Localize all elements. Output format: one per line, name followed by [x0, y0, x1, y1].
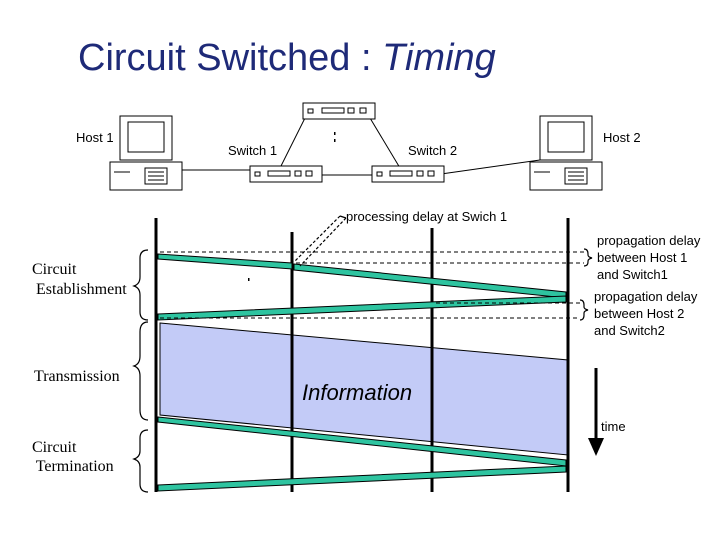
- prop-delay-2-bracket: [160, 299, 589, 321]
- host-2-computer-icon: [529, 115, 603, 191]
- title-italic: Timing: [382, 37, 496, 79]
- switch-2-label: Switch 2: [408, 143, 457, 158]
- processing-delay-label: processing delay at Swich 1: [346, 209, 507, 224]
- prop-delay-1-label: propagation delay between Host 1 and Swi…: [597, 233, 704, 282]
- phase-establishment-label: Circuit Establishment: [32, 261, 127, 298]
- information-label: Information: [302, 380, 412, 405]
- switch-2-icon: [371, 165, 445, 183]
- top-switch-icon: [302, 102, 376, 120]
- teardown-ack-signal: [157, 465, 567, 492]
- prop-delay-1-bracket: [160, 248, 593, 267]
- time-arrow-icon: [588, 368, 604, 456]
- tick-marker-top-b: [334, 139, 336, 142]
- prop-delay-2-label: propagation delay between Host 2 and Swi…: [594, 289, 701, 338]
- establishment-brace: [132, 249, 149, 321]
- link-top-switch1: [279, 117, 306, 169]
- tick-marker: [248, 278, 250, 281]
- switch-1-icon: [249, 165, 323, 183]
- host-1-label: Host 1: [76, 130, 114, 145]
- processing-delay-pointer: [293, 215, 347, 267]
- phase-transmission-label: Transmission: [34, 368, 120, 385]
- link-top-switch2: [369, 117, 401, 169]
- title-main: Circuit Switched :: [78, 37, 382, 79]
- tick-marker-top-a: [334, 132, 336, 135]
- ack-signal: [157, 295, 567, 321]
- setup-signal-switch1-host2: [293, 263, 567, 299]
- time-label: time: [601, 419, 626, 434]
- termination-brace: [132, 429, 149, 493]
- link-switch2-host2: [433, 159, 541, 176]
- host-1-computer-icon: [109, 115, 183, 191]
- setup-signal-host1-switch1: [157, 253, 293, 270]
- phase-termination-label: Circuit Termination: [32, 439, 114, 475]
- page-title: Circuit Switched : Timing: [78, 37, 496, 79]
- host-2-label: Host 2: [603, 130, 641, 145]
- switch-1-label: Switch 1: [228, 143, 277, 158]
- transmission-brace: [132, 321, 149, 421]
